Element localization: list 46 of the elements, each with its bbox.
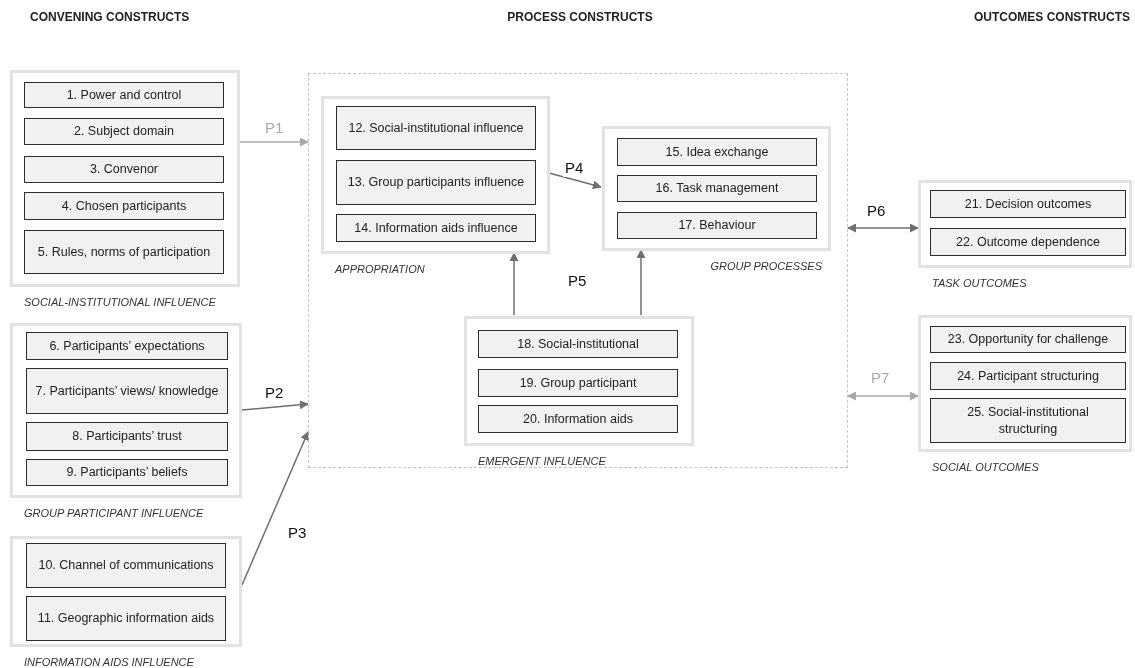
group-caption: GROUP PROCESSES: [710, 260, 822, 272]
group-caption: SOCIAL-INSTITUTIONAL INFLUENCE: [24, 296, 216, 308]
column-heading: CONVENING CONSTRUCTS: [30, 10, 191, 24]
group-caption: EMERGENT INFLUENCE: [478, 455, 606, 467]
arrow: [509, 252, 519, 316]
construct-box: 6. Participants’ expectations: [26, 332, 228, 360]
arrow: [847, 391, 919, 401]
group-caption: TASK OUTCOMES: [932, 277, 1027, 289]
construct-box: 10. Channel of communications: [26, 543, 226, 588]
construct-box: 7. Participants’ views/ knowledge: [26, 368, 228, 414]
construct-box: 9. Participants’ beliefs: [26, 459, 228, 486]
dashed-boundary: [308, 73, 848, 468]
arrow: [239, 137, 309, 147]
construct-box: 15. Idea exchange: [617, 138, 817, 166]
construct-box: 17. Behaviour: [617, 212, 817, 239]
arrow: [241, 400, 309, 411]
construct-box: 20. Information aids: [478, 405, 678, 433]
construct-box: 19. Group participant: [478, 369, 678, 397]
construct-box: 22. Outcome dependence: [930, 228, 1126, 256]
construct-box: 11. Geographic information aids: [26, 596, 226, 641]
construct-box: 13. Group participants influence: [336, 160, 536, 205]
arrow: [241, 431, 309, 586]
group-caption: SOCIAL OUTCOMES: [932, 461, 1039, 473]
edge-label: P4: [563, 160, 586, 177]
construct-box: 18. Social-institutional: [478, 330, 678, 358]
column-heading: PROCESS CONSTRUCTS: [506, 10, 654, 24]
construct-box: 5. Rules, norms of participation: [24, 230, 224, 274]
construct-box: 25. Social-institutional structuring: [930, 398, 1126, 443]
column-heading: OUTCOMES CONSTRUCTS: [973, 10, 1130, 24]
group-caption: APPROPRIATION: [335, 263, 425, 275]
arrow: [847, 223, 919, 233]
construct-box: 24. Participant structuring: [930, 362, 1126, 390]
construct-box: 3. Convenor: [24, 156, 224, 183]
construct-box: 12. Social-institutional influence: [336, 106, 536, 150]
construct-box: 4. Chosen participants: [24, 192, 224, 220]
group-caption: GROUP PARTICIPANT INFLUENCE: [24, 507, 204, 519]
construct-box: 16. Task management: [617, 175, 817, 202]
construct-box: 1. Power and control: [24, 82, 224, 108]
construct-box: 2. Subject domain: [24, 118, 224, 145]
group-caption: INFORMATION AIDS INFLUENCE: [24, 656, 194, 668]
construct-box: 14. Information aids influence: [336, 214, 536, 242]
construct-box: 23. Opportunity for challenge: [930, 326, 1126, 353]
arrow: [636, 249, 646, 316]
construct-box: 21. Decision outcomes: [930, 190, 1126, 218]
arrow: [548, 172, 602, 190]
construct-box: 8. Participants’ trust: [26, 422, 228, 451]
